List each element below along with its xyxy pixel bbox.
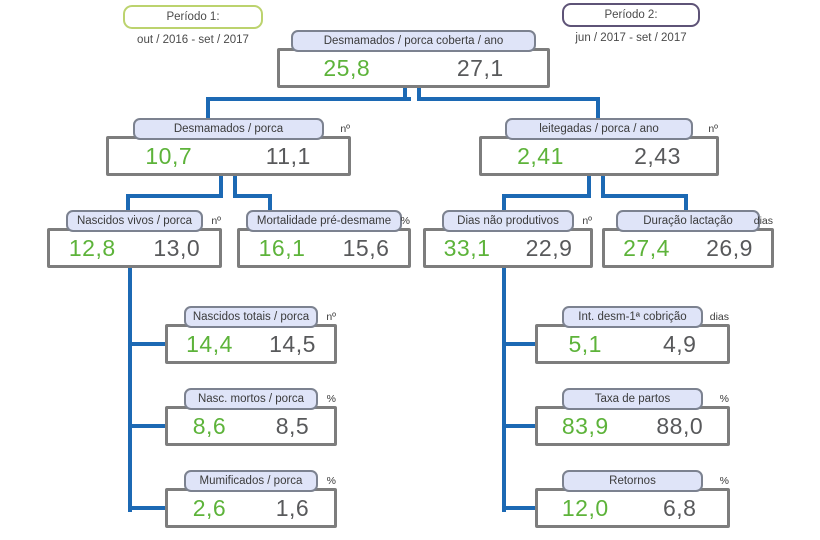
period2-box: Período 2:	[562, 3, 700, 27]
node-taxa-de-partos: Taxa de partos % 83,9 88,0	[535, 388, 730, 446]
node-title: Mortalidade pré-desmame	[245, 210, 403, 232]
period1-value: 2,41	[517, 142, 564, 169]
period1-value: 33,1	[443, 234, 491, 261]
node-title: Taxa de partos	[562, 388, 703, 410]
period1-value: 12,8	[68, 234, 116, 261]
node-retornos: Retornos % 12,0 6,8	[535, 470, 730, 528]
node-title: Dias não produtivos	[441, 210, 575, 232]
connector-line	[128, 266, 132, 512]
connector-line	[684, 194, 688, 216]
connector-line	[219, 174, 223, 198]
node-title: Desmamados / porca	[132, 118, 325, 140]
period2-label: Período 2:	[604, 9, 658, 21]
connector-line	[502, 342, 539, 346]
period2-value: 22,9	[525, 234, 573, 261]
connector-line	[403, 84, 407, 99]
period2-value: 6,8	[663, 494, 697, 521]
period2-value: 8,5	[275, 412, 310, 439]
period1-value: 2,6	[192, 494, 227, 521]
node-title: Retornos	[562, 470, 703, 492]
unit-label: nº	[582, 215, 592, 227]
node-title: Int. desm-1ª cobrição	[562, 306, 703, 328]
period2-value: 4,9	[663, 330, 697, 357]
connector-line	[601, 174, 605, 198]
period2-value: 13,0	[153, 234, 201, 261]
period1-label: Período 1:	[166, 11, 220, 23]
period1-value: 5,1	[568, 330, 602, 357]
unit-label: %	[326, 393, 336, 405]
period2-value: 27,1	[456, 54, 504, 81]
node-nascidos-vivos-porca: Nascidos vivos / porca nº 12,8 13,0	[47, 210, 222, 268]
node-title: Nasc. mortos / porca	[183, 388, 319, 410]
node-desmamados-porca-coberta-ano: Desmamados / porca coberta / ano 25,8 27,…	[277, 30, 550, 88]
period1-value: 14,4	[186, 330, 233, 357]
period2-value: 14,5	[269, 330, 316, 357]
node-title: Desmamados / porca coberta / ano	[290, 30, 537, 52]
unit-label: %	[719, 475, 729, 487]
period2-value: 11,1	[265, 142, 311, 169]
period2-range: jun / 2017 - set / 2017	[575, 32, 687, 44]
connector-line	[587, 174, 591, 198]
node-duracao-lactacao: Duração lactação dias 27,4 26,9	[602, 210, 774, 268]
connector-line	[128, 424, 167, 428]
connector-line	[126, 194, 223, 198]
period1-value: 16,1	[258, 234, 306, 261]
node-title: Nascidos vivos / porca	[66, 210, 203, 232]
connector-line	[233, 194, 272, 198]
connector-line	[502, 266, 506, 512]
period1-box: Período 1:	[123, 5, 263, 29]
period1-value: 27,4	[623, 234, 670, 261]
connector-line	[268, 194, 272, 216]
period1-value: 12,0	[561, 494, 609, 521]
node-mortalidade-pre-desmame: Mortalidade pré-desmame % 16,1 15,6	[237, 210, 411, 268]
unit-label: %	[400, 215, 410, 227]
unit-label: %	[719, 393, 729, 405]
connector-line	[417, 97, 600, 101]
node-intervalo-desmame-cobricao: Int. desm-1ª cobrição dias 5,1 4,9	[535, 306, 730, 364]
connector-line	[502, 194, 506, 216]
node-title: leitegadas / porca / ano	[505, 118, 693, 140]
connector-line	[502, 424, 539, 428]
unit-label: nº	[708, 123, 718, 135]
node-title: Mumificados / porca	[183, 470, 319, 492]
connector-line	[128, 342, 167, 346]
period2-value: 1,6	[275, 494, 310, 521]
node-title: Nascidos totais / porca	[183, 306, 319, 328]
period1-value: 83,9	[561, 412, 609, 439]
unit-label: nº	[211, 215, 221, 227]
node-dias-nao-produtivos: Dias não produtivos nº 33,1 22,9	[423, 210, 593, 268]
unit-label: %	[326, 475, 336, 487]
connector-line	[417, 84, 421, 99]
node-nascidos-totais-porca: Nascidos totais / porca nº 14,4 14,5	[165, 306, 337, 364]
connector-line	[502, 194, 591, 198]
period1-value: 8,6	[192, 412, 227, 439]
connector-line	[206, 97, 210, 122]
node-desmamados-porca: Desmamados / porca nº 10,7 11,1	[106, 118, 351, 176]
period1-range: out / 2016 - set / 2017	[137, 34, 249, 46]
connector-line	[128, 506, 167, 510]
connector-line	[126, 194, 130, 216]
period1-value: 10,7	[145, 142, 193, 169]
node-mumificados-porca: Mumificados / porca % 2,6 1,6	[165, 470, 337, 528]
period1-value: 25,8	[323, 54, 371, 81]
unit-label: dias	[709, 311, 729, 323]
connector-line	[601, 194, 688, 198]
period2-value: 15,6	[342, 234, 390, 261]
connector-line	[206, 97, 411, 101]
connector-line	[233, 174, 237, 198]
node-leitegadas-porca-ano: leitegadas / porca / ano nº 2,41 2,43	[479, 118, 719, 176]
connector-line	[502, 506, 539, 510]
unit-label: nº	[340, 123, 350, 135]
node-nasc-mortos-porca: Nasc. mortos / porca % 8,6 8,5	[165, 388, 337, 446]
unit-label: nº	[326, 311, 336, 323]
period2-value: 88,0	[656, 412, 704, 439]
node-title: Duração lactação	[615, 210, 761, 232]
connector-line	[596, 97, 600, 122]
unit-label: dias	[753, 215, 773, 227]
period2-value: 2,43	[634, 142, 681, 169]
period2-value: 26,9	[706, 234, 753, 261]
